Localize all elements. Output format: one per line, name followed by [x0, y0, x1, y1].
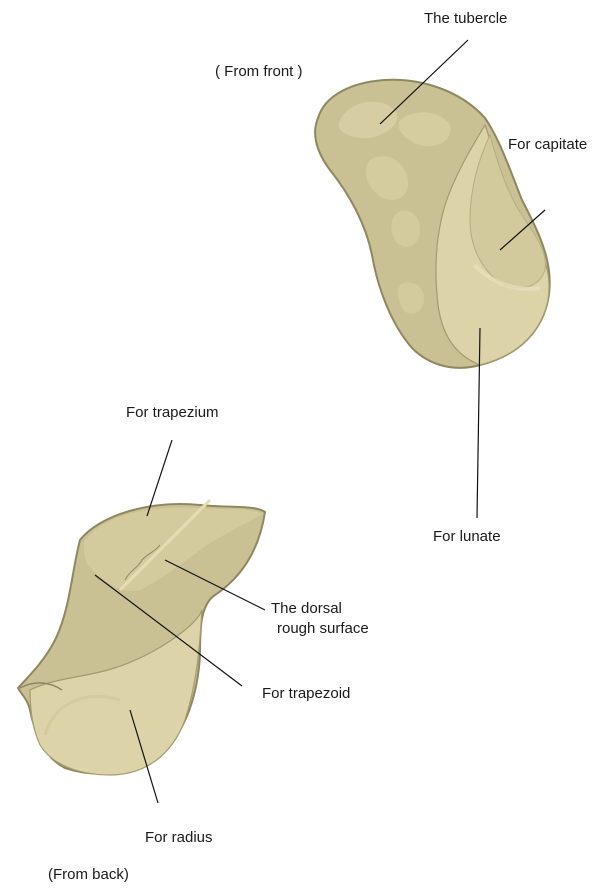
back-view-bone — [18, 500, 265, 775]
label-front-caption: ( From front ) — [215, 63, 303, 81]
label-capitate: For capitate — [508, 136, 587, 154]
label-trapezium: For trapezium — [126, 404, 219, 422]
label-dorsal-line2: rough surface — [277, 620, 369, 638]
label-tubercle: The tubercle — [424, 10, 507, 28]
front-view-bone — [315, 80, 550, 368]
label-dorsal-line1: The dorsal — [271, 600, 342, 618]
label-radius: For radius — [145, 829, 213, 847]
label-trapezoid: For trapezoid — [262, 685, 350, 703]
label-back-caption: (From back) — [48, 866, 129, 884]
label-lunate: For lunate — [433, 528, 501, 546]
